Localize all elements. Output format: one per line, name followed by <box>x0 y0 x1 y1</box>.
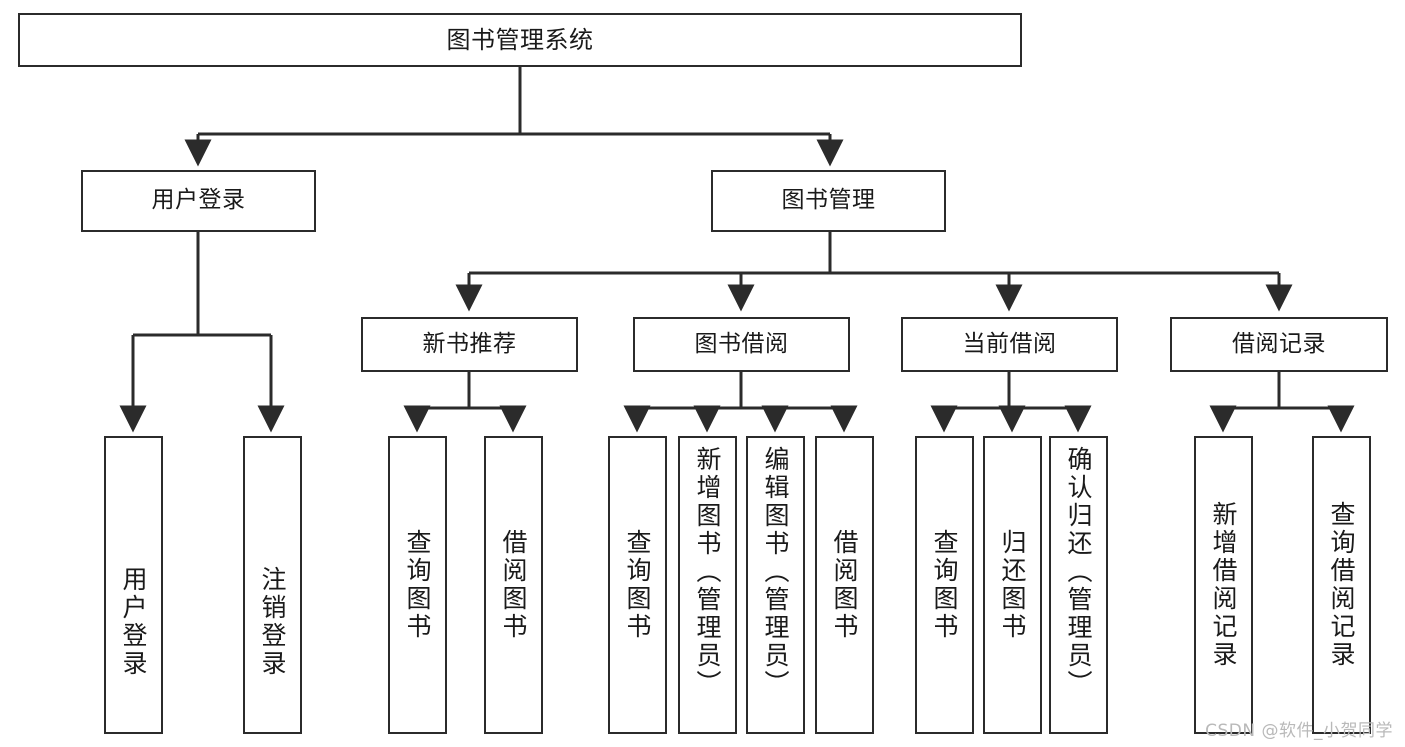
leaf-return-book[interactable]: 归还图书 <box>983 436 1042 734</box>
node-root[interactable]: 图书管理系统 <box>18 13 1022 67</box>
leaf-borrow-book-2[interactable]: 借阅图书 <box>815 436 874 734</box>
leaf-logout-login-label: 注销登录 <box>258 566 287 678</box>
node-book-management-label: 图书管理 <box>781 187 876 214</box>
connector-lines <box>119 67 1355 433</box>
leaf-user-login-label: 用户登录 <box>119 566 148 678</box>
node-new-book-recommend[interactable]: 新书推荐 <box>361 317 578 372</box>
leaf-query-borrow-record-label: 查询借阅记录 <box>1327 501 1356 669</box>
leaf-query-borrow-record[interactable]: 查询借阅记录 <box>1312 436 1371 734</box>
leaf-query-book-1[interactable]: 查询图书 <box>388 436 447 734</box>
leaf-query-book-1-label: 查询图书 <box>403 529 432 641</box>
leaf-query-book-3[interactable]: 查询图书 <box>915 436 974 734</box>
leaf-query-book-2-label: 查询图书 <box>623 529 652 641</box>
leaf-user-login[interactable]: 用户登录 <box>104 436 163 734</box>
node-book-borrow[interactable]: 图书借阅 <box>633 317 850 372</box>
node-user-login-label: 用户登录 <box>151 187 246 214</box>
node-borrow-record[interactable]: 借阅记录 <box>1170 317 1388 372</box>
node-new-book-recommend-label: 新书推荐 <box>422 330 517 357</box>
node-root-label: 图书管理系统 <box>446 25 594 54</box>
leaf-borrow-book-1[interactable]: 借阅图书 <box>484 436 543 734</box>
leaf-add-book-admin-label: 新增图书（管理员） <box>693 446 722 698</box>
node-book-borrow-label: 图书借阅 <box>694 330 789 357</box>
node-current-borrow[interactable]: 当前借阅 <box>901 317 1118 372</box>
leaf-query-book-2[interactable]: 查询图书 <box>608 436 667 734</box>
node-current-borrow-label: 当前借阅 <box>962 330 1057 357</box>
leaf-logout-login[interactable]: 注销登录 <box>243 436 302 734</box>
node-borrow-record-label: 借阅记录 <box>1232 330 1326 357</box>
leaf-return-book-label: 归还图书 <box>998 529 1027 641</box>
leaf-confirm-return-admin[interactable]: 确认归还（管理员） <box>1049 436 1108 734</box>
leaf-query-book-3-label: 查询图书 <box>930 529 959 641</box>
leaf-confirm-return-admin-label: 确认归还（管理员） <box>1064 446 1093 698</box>
leaf-add-book-admin[interactable]: 新增图书（管理员） <box>678 436 737 734</box>
leaf-edit-book-admin-label: 编辑图书（管理员） <box>761 446 790 698</box>
node-book-management[interactable]: 图书管理 <box>711 170 946 232</box>
leaf-edit-book-admin[interactable]: 编辑图书（管理员） <box>746 436 805 734</box>
leaf-borrow-book-2-label: 借阅图书 <box>830 529 859 641</box>
leaf-add-borrow-record-label: 新增借阅记录 <box>1209 501 1238 669</box>
node-user-login[interactable]: 用户登录 <box>81 170 316 232</box>
leaf-add-borrow-record[interactable]: 新增借阅记录 <box>1194 436 1253 734</box>
leaf-borrow-book-1-label: 借阅图书 <box>499 529 528 641</box>
